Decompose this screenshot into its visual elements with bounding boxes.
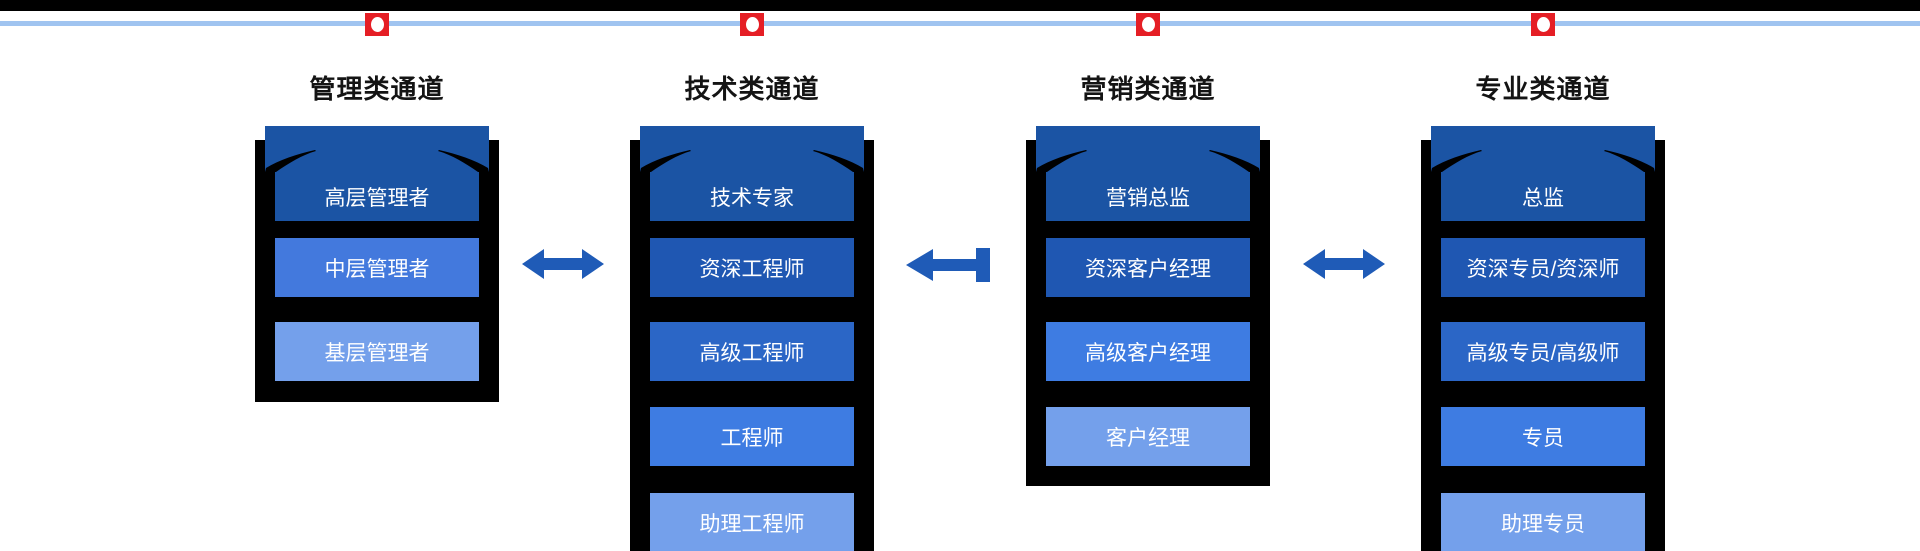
channel-technical: 技术类通道 技术专家 资深工程师 高级工程师 工程师 助理工程师 bbox=[630, 0, 874, 551]
top-black-bar bbox=[0, 0, 1920, 11]
channel-marketing: 营销类通道 营销总监 资深客户经理 高级客户经理 客户经理 bbox=[1026, 0, 1270, 551]
level-box: 高级工程师 bbox=[650, 322, 854, 381]
double-arrow-icon bbox=[522, 249, 604, 279]
channel-header-box bbox=[265, 126, 489, 172]
level-box: 资深客户经理 bbox=[1046, 238, 1250, 297]
left-arrow-icon bbox=[906, 248, 990, 282]
channel-title: 技术类通道 bbox=[684, 74, 820, 104]
level-box: 高层管理者 bbox=[275, 172, 479, 221]
level-box: 高级客户经理 bbox=[1046, 322, 1250, 381]
timeline-marker bbox=[1136, 13, 1160, 36]
level-box: 助理工程师 bbox=[650, 493, 854, 551]
timeline-marker bbox=[740, 13, 764, 36]
marker-dot bbox=[1141, 17, 1155, 32]
box-flap-icon bbox=[1431, 150, 1655, 172]
level-box: 总监 bbox=[1441, 172, 1645, 221]
channel-management: 管理类通道 高层管理者 中层管理者 基层管理者 bbox=[255, 0, 499, 551]
channel-header-box bbox=[1431, 126, 1655, 172]
marker-dot bbox=[370, 17, 384, 32]
marker-dot bbox=[1536, 17, 1550, 32]
timeline-marker bbox=[365, 13, 389, 36]
double-arrow-icon bbox=[1303, 249, 1385, 279]
level-box: 高级专员/高级师 bbox=[1441, 322, 1645, 381]
channel-title: 管理类通道 bbox=[309, 74, 445, 104]
channel-title: 专业类通道 bbox=[1475, 74, 1611, 104]
channel-professional: 专业类通道 总监 资深专员/资深师 高级专员/高级师 专员 助理专员 bbox=[1421, 0, 1665, 551]
channel-header-box bbox=[640, 126, 864, 172]
timeline-marker bbox=[1531, 13, 1555, 36]
level-box: 工程师 bbox=[650, 407, 854, 466]
box-flap-icon bbox=[640, 150, 864, 172]
level-box: 资深专员/资深师 bbox=[1441, 238, 1645, 297]
level-box: 客户经理 bbox=[1046, 407, 1250, 466]
box-flap-icon bbox=[1036, 150, 1260, 172]
level-box: 技术专家 bbox=[650, 172, 854, 221]
level-box: 资深工程师 bbox=[650, 238, 854, 297]
level-box: 基层管理者 bbox=[275, 322, 479, 381]
level-box: 助理专员 bbox=[1441, 493, 1645, 551]
channel-title: 营销类通道 bbox=[1080, 74, 1216, 104]
box-flap-icon bbox=[265, 150, 489, 172]
channel-header-box bbox=[1036, 126, 1260, 172]
timeline-line bbox=[0, 21, 1920, 26]
level-box: 中层管理者 bbox=[275, 238, 479, 297]
level-box: 专员 bbox=[1441, 407, 1645, 466]
level-box: 营销总监 bbox=[1046, 172, 1250, 221]
marker-dot bbox=[745, 17, 759, 32]
